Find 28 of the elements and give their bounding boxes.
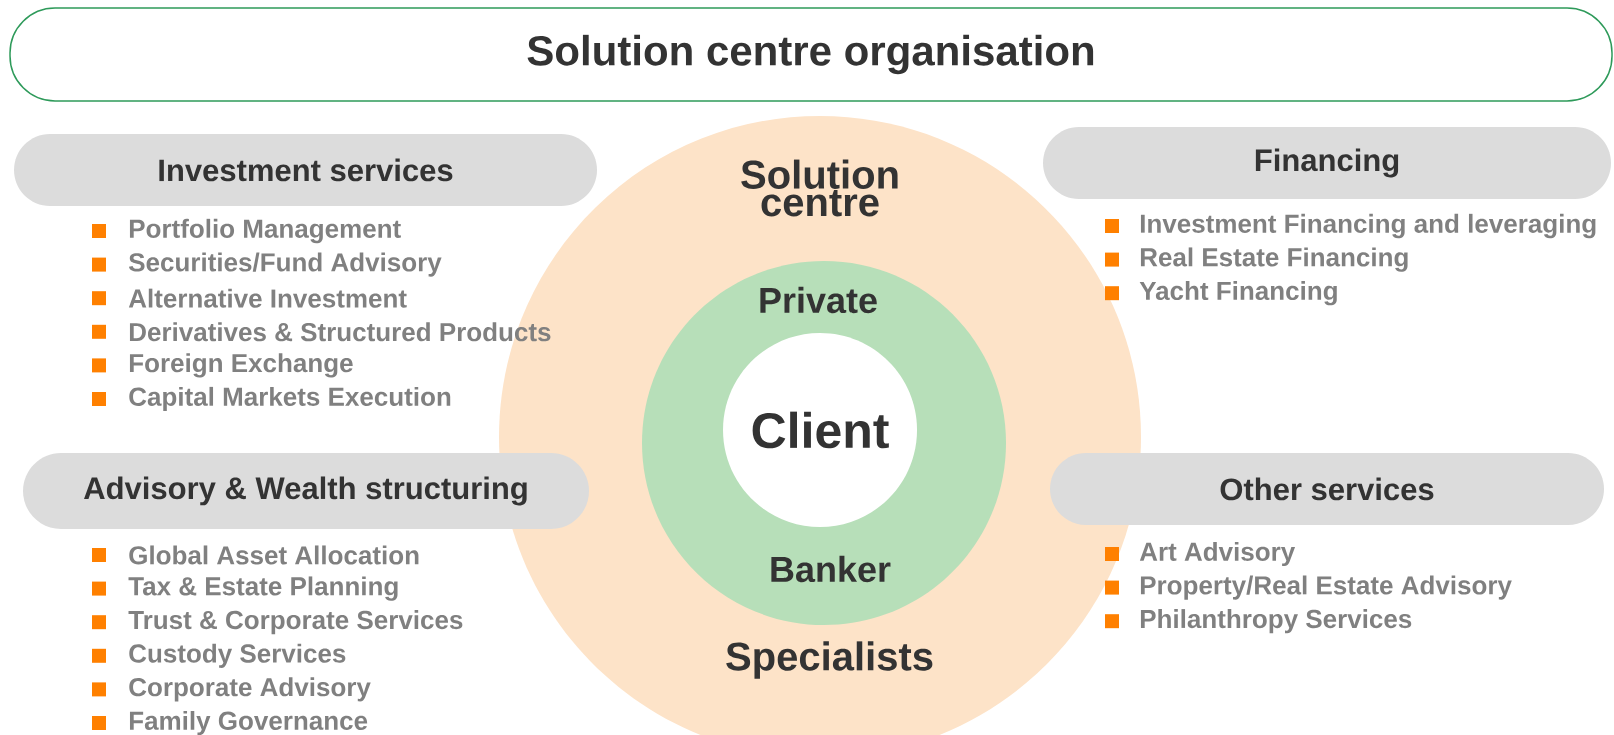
bullet-item: Investment Financing and leveraging xyxy=(1105,213,1596,239)
circle-label: Specialists xyxy=(726,641,933,679)
bullet-item: Trust & Corporate Services xyxy=(92,610,463,635)
bullet-item: Portfolio Management xyxy=(92,218,401,244)
category-pill: Financing xyxy=(1043,127,1611,199)
category-pill: Advisory & Wealth structuring xyxy=(23,453,589,529)
category-pill: Other services xyxy=(1050,453,1604,525)
bullet-item: Capital Markets Execution xyxy=(92,386,451,412)
bullet-item: Yacht Financing xyxy=(1105,281,1337,306)
bullet-item: Corporate Advisory xyxy=(92,677,371,702)
bullet-item: Foreign Exchange xyxy=(92,353,353,378)
bullet-item: Derivatives & Structured Products xyxy=(92,322,551,342)
bullet-item: Alternative Investment xyxy=(92,288,407,308)
bullet-item: Real Estate Financing xyxy=(1105,247,1408,272)
circle-label: Banker xyxy=(771,555,891,583)
bullet-item: Securities/Fund Advisory xyxy=(92,252,442,277)
bullet-item: Art Advisory xyxy=(1105,541,1296,567)
bullet-item: Property/Real Estate Advisory xyxy=(1105,575,1512,600)
circle-label: Private xyxy=(760,286,877,314)
circle-label: Solution centre xyxy=(741,159,898,217)
circle-label: Client xyxy=(752,411,889,449)
bullet-item: Philanthropy Services xyxy=(1105,609,1412,634)
bullet-item: Tax & Estate Planning xyxy=(92,576,398,601)
title-banner: Solution centre organisation xyxy=(9,7,1613,102)
bullet-item: Custody Services xyxy=(92,643,346,668)
bullet-item: Family Governance xyxy=(92,710,368,735)
category-pill: Investment services xyxy=(14,134,597,206)
bullet-item: Global Asset Allocation xyxy=(92,545,419,565)
